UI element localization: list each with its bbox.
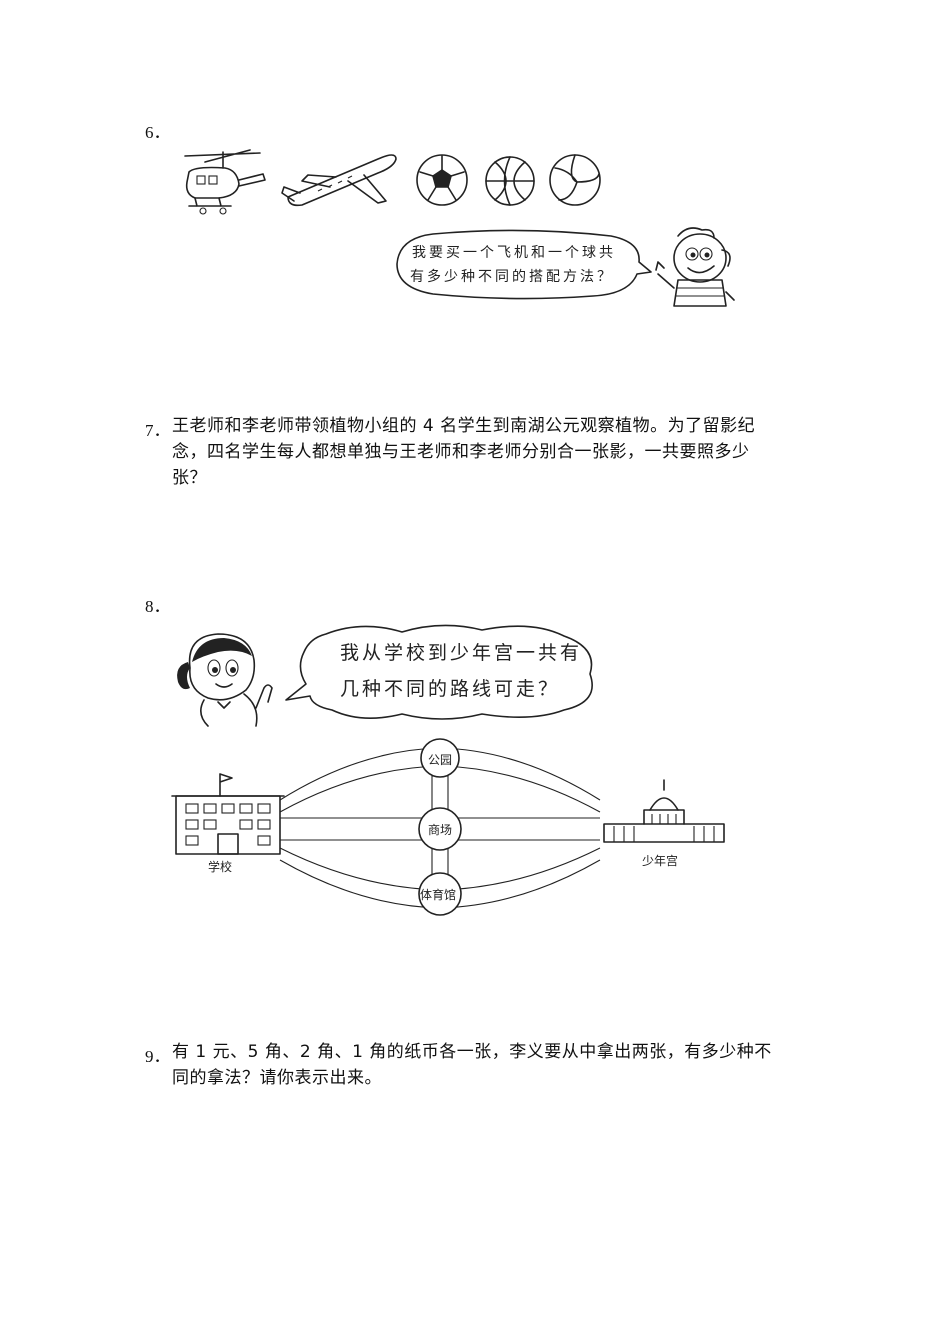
question-9-line-2: 同的拿法？请你表示出来。 (172, 1068, 382, 1088)
question-9-line-1: 有 1 元、5 角、2 角、1 角的纸币各一张，李义要从中拿出两张，有多少种不 (172, 1042, 772, 1062)
question-7-line-3: 张？ (172, 468, 207, 488)
question-9-number: 9． (145, 1047, 171, 1066)
q8-speech-line-1: 我从学校到少年宫一共有 (340, 642, 583, 664)
q6-speech-line-1: 我要买一个飞机和一个球共 (412, 245, 616, 261)
label-gym: 体育馆 (420, 888, 457, 902)
q8-speech-bubble (285, 624, 593, 720)
basketball-icon (485, 156, 535, 206)
label-youth-palace: 少年宫 (642, 854, 679, 868)
label-park: 公园 (428, 753, 453, 767)
cartoon-girl-icon (177, 633, 273, 727)
helicopter-icon (184, 149, 266, 215)
node-gym (418, 872, 462, 916)
question-6-number: 6． (145, 123, 171, 142)
q8-speech-line-2: 几种不同的路线可走？ (340, 678, 561, 700)
node-mall (418, 807, 462, 851)
q6-speech-line-2: 有多少种不同的搭配方法？ (410, 269, 614, 285)
volleyball-icon (549, 154, 601, 206)
question-7-line-1: 王老师和李老师带领植物小组的 4 名学生到南湖公元观察植物。为了留影纪 (172, 416, 756, 436)
route-map (171, 738, 725, 916)
soccer-ball-icon (416, 154, 468, 206)
youth-palace-icon (603, 779, 725, 843)
label-mall: 商场 (428, 823, 453, 837)
airplane-icon (281, 154, 397, 207)
node-park (420, 738, 460, 778)
school-building-icon (171, 773, 285, 855)
question-7-line-2: 念，四名学生每人都想单独与王老师和李老师分别合一张影，一共要照多少 (172, 442, 750, 462)
label-school: 学校 (208, 860, 233, 874)
cartoon-boy-icon (655, 227, 735, 307)
question-8-number: 8． (145, 597, 171, 616)
q6-speech-bubble (396, 229, 652, 300)
question-7-number: 7． (145, 421, 171, 440)
